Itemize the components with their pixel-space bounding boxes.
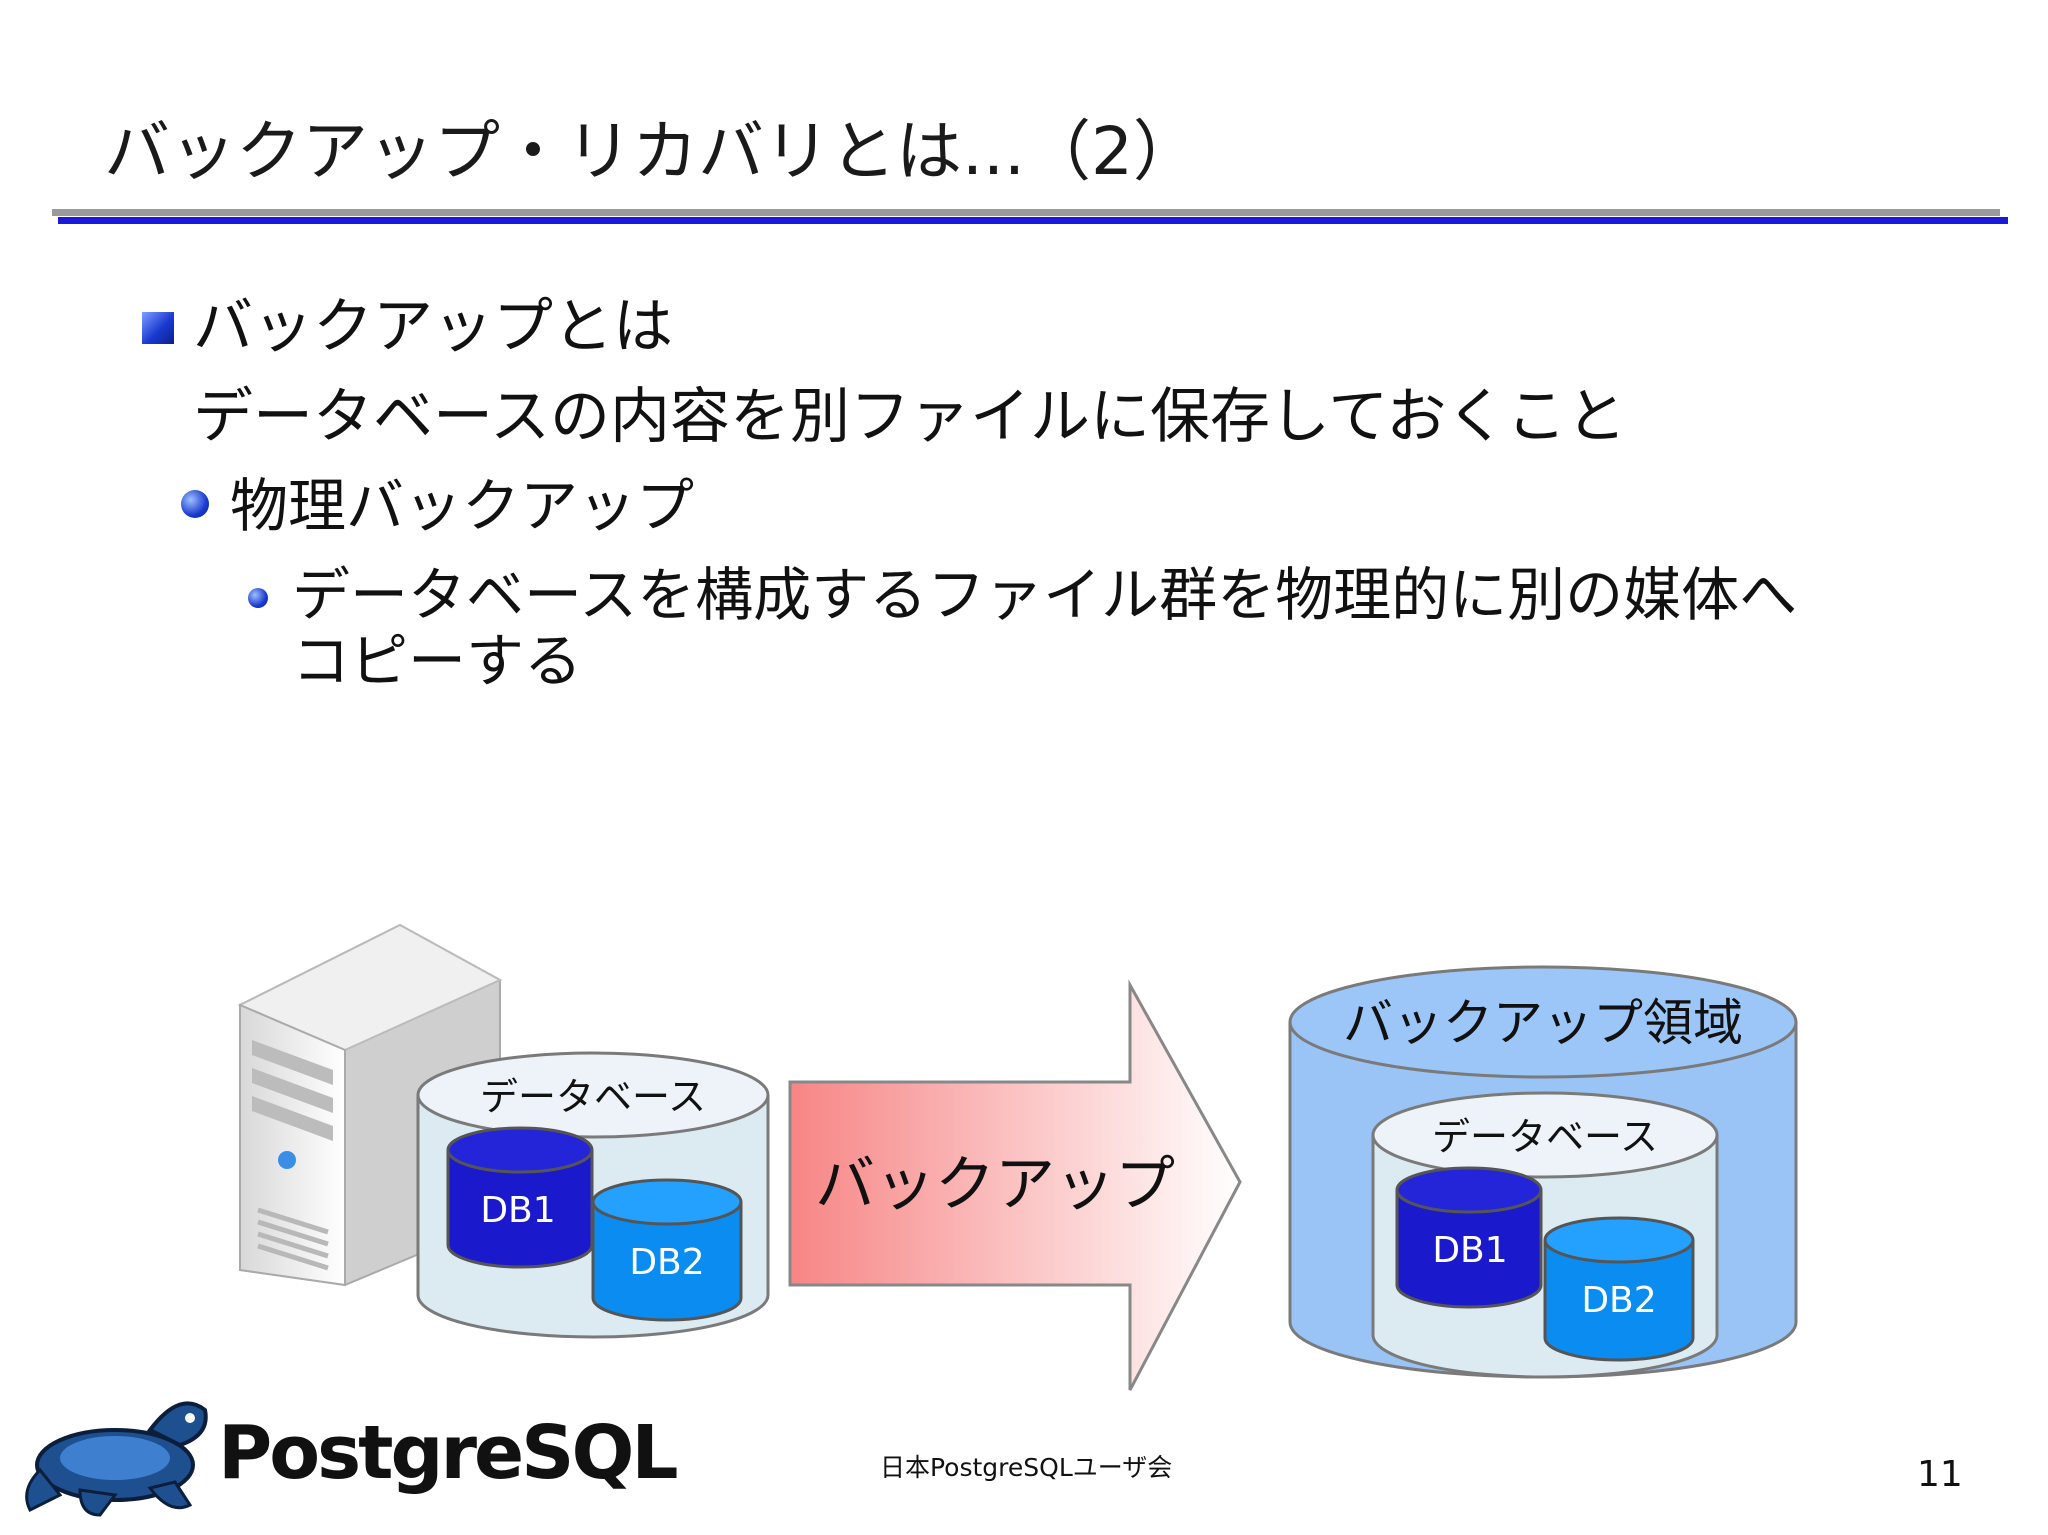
backup-db2-cylinder bbox=[1543, 1216, 1695, 1362]
bullet-backup-heading: バックアップとは bbox=[193, 292, 673, 362]
title-underline bbox=[58, 217, 2008, 224]
round-bullet-icon bbox=[181, 490, 209, 518]
server-icon bbox=[237, 923, 503, 1287]
small-bullet-icon bbox=[248, 588, 268, 608]
source-db1-label: DB1 bbox=[480, 1190, 555, 1231]
backup-arrow-label: バックアップ bbox=[815, 1150, 1175, 1220]
square-bullet-icon bbox=[142, 312, 174, 344]
backup-database-label: データベース bbox=[1432, 1115, 1658, 1159]
postgresql-elephant-logo-icon bbox=[25, 1401, 208, 1517]
source-db2-cylinder bbox=[591, 1178, 743, 1322]
backup-db2-label: DB2 bbox=[1581, 1280, 1656, 1321]
slide-title: バックアップ・リカバリとは...（2） bbox=[104, 113, 1199, 190]
footer-organization: 日本PostgreSQLユーザ会 bbox=[880, 1453, 1173, 1482]
source-database-label: データベース bbox=[480, 1075, 706, 1119]
postgresql-logo-text: PostgreSQL bbox=[218, 1410, 679, 1496]
backup-area-label: バックアップ領域 bbox=[1343, 994, 1743, 1052]
source-db2-label: DB2 bbox=[629, 1242, 704, 1283]
bullet-backup-description: データベースの内容を別ファイルに保存しておくこと bbox=[193, 382, 1627, 452]
backup-db1-cylinder bbox=[1395, 1166, 1543, 1309]
backup-db1-label: DB1 bbox=[1432, 1230, 1507, 1271]
detail-line-2: コピーする bbox=[292, 627, 583, 695]
detail-line-1: データベースを構成するファイル群を物理的に別の媒体へ bbox=[292, 561, 1798, 629]
bullet-physical-backup-detail: データベースを構成するファイル群を物理的に別の媒体へ コピーする bbox=[292, 562, 1797, 694]
page-number: 11 bbox=[1917, 1454, 1963, 1495]
backup-arrow bbox=[788, 979, 1242, 1391]
source-db1-cylinder bbox=[446, 1126, 594, 1269]
bullet-physical-backup: 物理バックアップ bbox=[230, 472, 695, 540]
title-underline-shadow bbox=[52, 209, 2000, 216]
